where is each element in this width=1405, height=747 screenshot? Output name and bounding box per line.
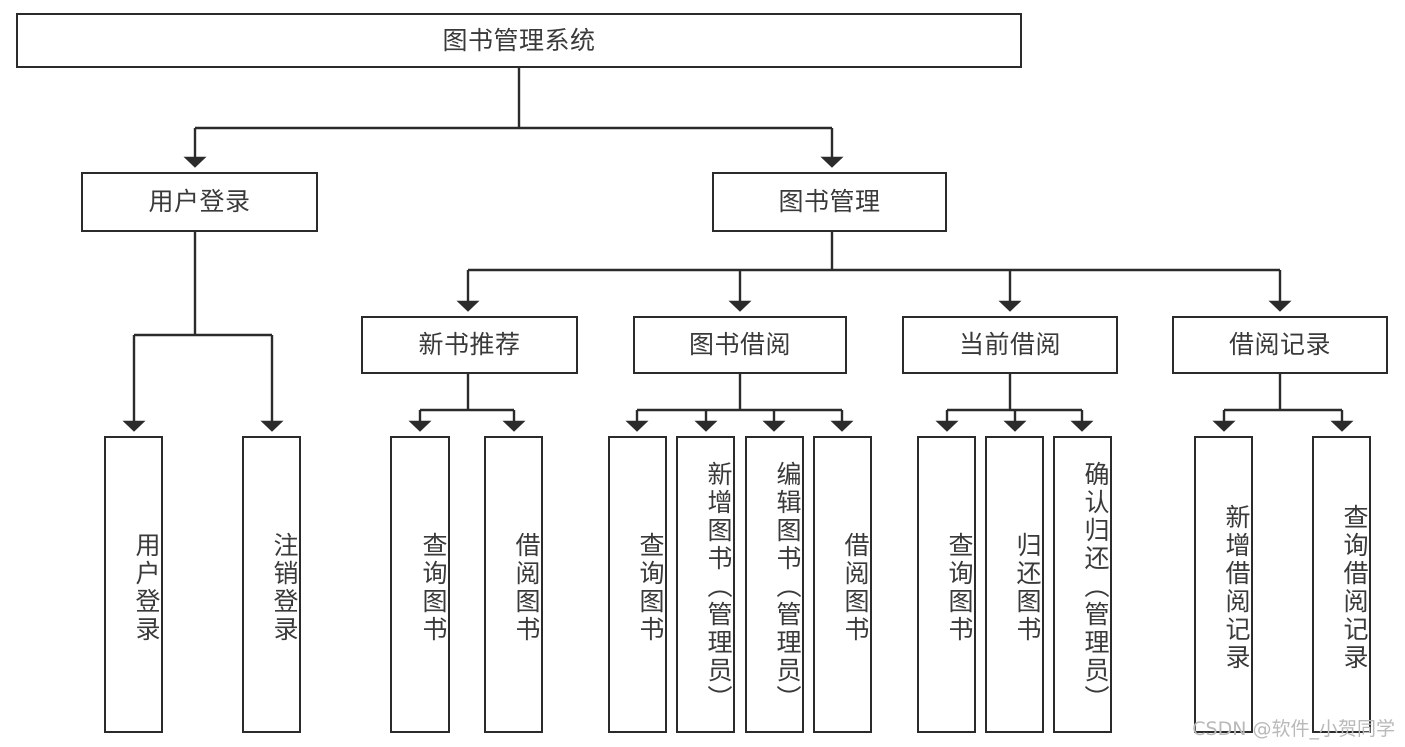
leaf-label: 查询借阅记录 — [1340, 503, 1369, 672]
node-user-login[interactable]: 用户登录 — [81, 172, 318, 232]
leaf-label: 借阅图书 — [512, 531, 541, 644]
node-current-borrow[interactable]: 当前借阅 — [902, 316, 1118, 374]
leaf-return-book[interactable]: 归还图书 — [985, 436, 1044, 733]
leaf-query-book-current[interactable]: 查询图书 — [917, 436, 976, 733]
leaf-query-book-borrow[interactable]: 查询图书 — [608, 436, 667, 733]
leaf-logout[interactable]: 注销登录 — [242, 436, 301, 733]
leaf-label: 归还图书 — [1013, 531, 1042, 644]
leaf-add-book-admin[interactable]: 新增图书（管理员） — [676, 436, 735, 733]
leaf-borrow-book-newbook[interactable]: 借阅图书 — [484, 436, 543, 733]
leaf-confirm-return-admin[interactable]: 确认归还（管理员） — [1053, 436, 1112, 733]
node-book-borrow[interactable]: 图书借阅 — [633, 316, 847, 374]
leaf-label: 注销登录 — [270, 531, 299, 644]
node-borrow-record[interactable]: 借阅记录 — [1172, 316, 1388, 374]
leaf-label: 查询图书 — [419, 531, 448, 644]
leaf-label: 新增图书（管理员） — [704, 460, 733, 713]
leaf-user-login[interactable]: 用户登录 — [104, 436, 163, 733]
leaf-label: 编辑图书（管理员） — [773, 460, 802, 713]
leaf-label: 确认归还（管理员） — [1081, 460, 1110, 713]
node-book-management[interactable]: 图书管理 — [712, 172, 947, 232]
leaf-label: 查询图书 — [636, 531, 665, 644]
leaf-query-borrow-record[interactable]: 查询借阅记录 — [1312, 436, 1371, 733]
csdn-watermark: CSDN @软件_小贺同学 — [1192, 718, 1395, 740]
leaf-label: 查询图书 — [945, 531, 974, 644]
node-root-system[interactable]: 图书管理系统 — [16, 13, 1022, 68]
leaf-label: 借阅图书 — [841, 531, 870, 644]
leaf-label: 用户登录 — [132, 531, 161, 644]
leaf-add-borrow-record[interactable]: 新增借阅记录 — [1194, 436, 1253, 733]
node-new-book-recommend[interactable]: 新书推荐 — [361, 316, 578, 374]
leaf-label: 新增借阅记录 — [1222, 503, 1251, 672]
leaf-query-book-newbook[interactable]: 查询图书 — [390, 436, 450, 733]
leaf-edit-book-admin[interactable]: 编辑图书（管理员） — [745, 436, 804, 733]
leaf-borrow-book[interactable]: 借阅图书 — [813, 436, 872, 733]
